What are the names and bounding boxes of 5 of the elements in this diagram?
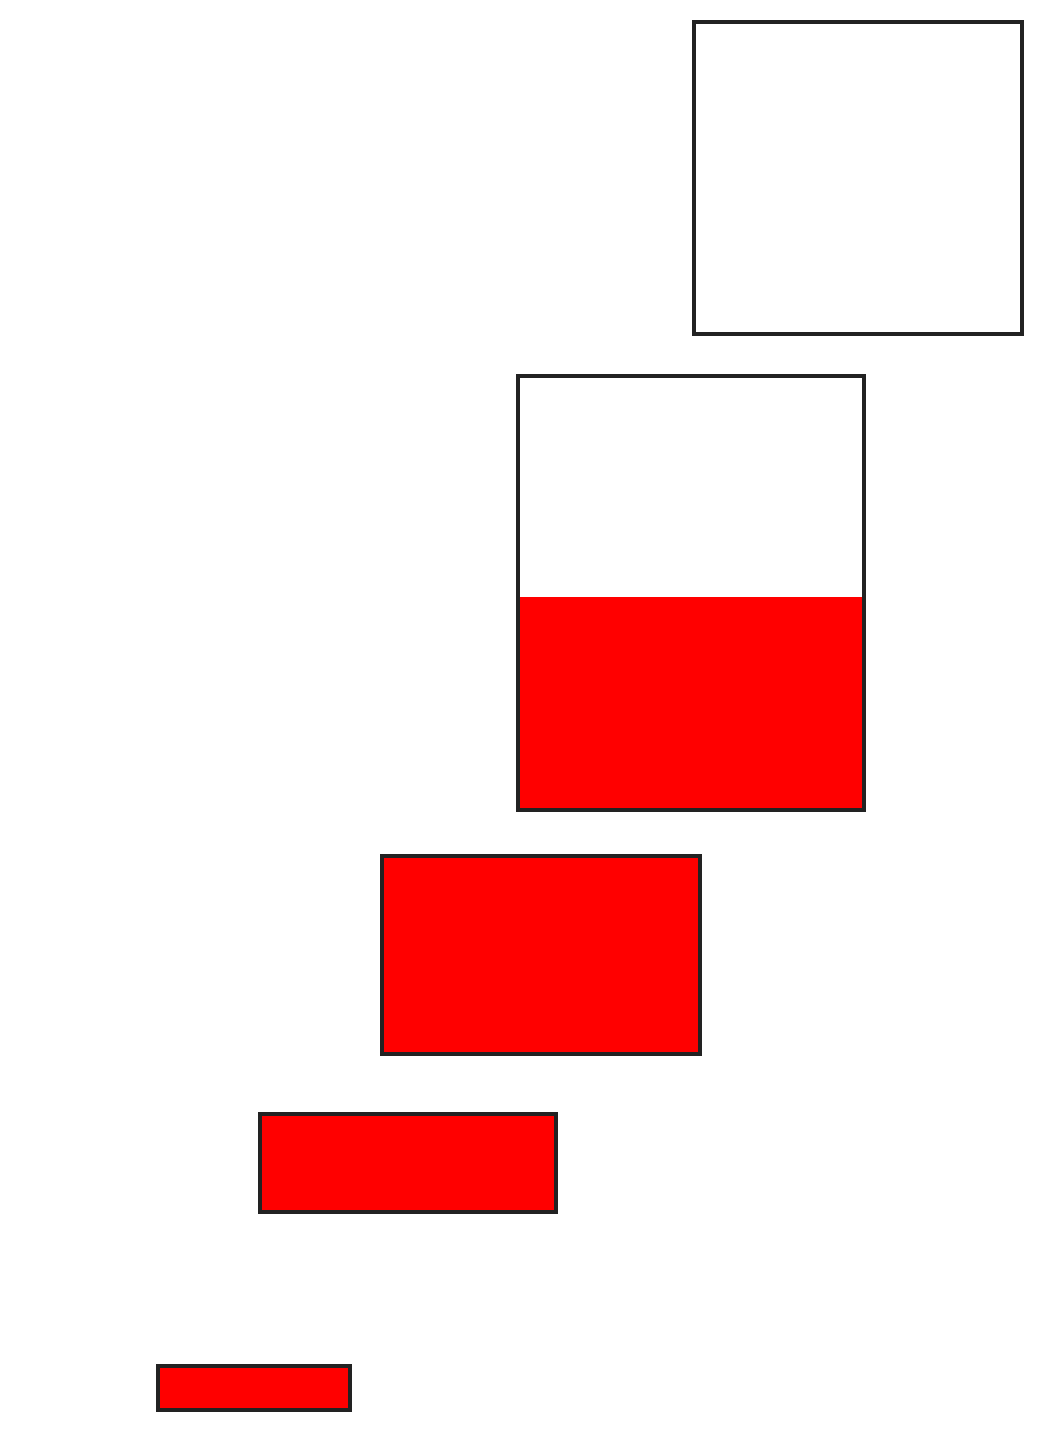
filled-rectangle <box>156 1364 352 1412</box>
filled-rectangle <box>380 854 702 1056</box>
empty-rectangle <box>692 20 1024 336</box>
filled-rectangle <box>258 1112 558 1214</box>
half-filled-rectangle <box>516 374 866 812</box>
